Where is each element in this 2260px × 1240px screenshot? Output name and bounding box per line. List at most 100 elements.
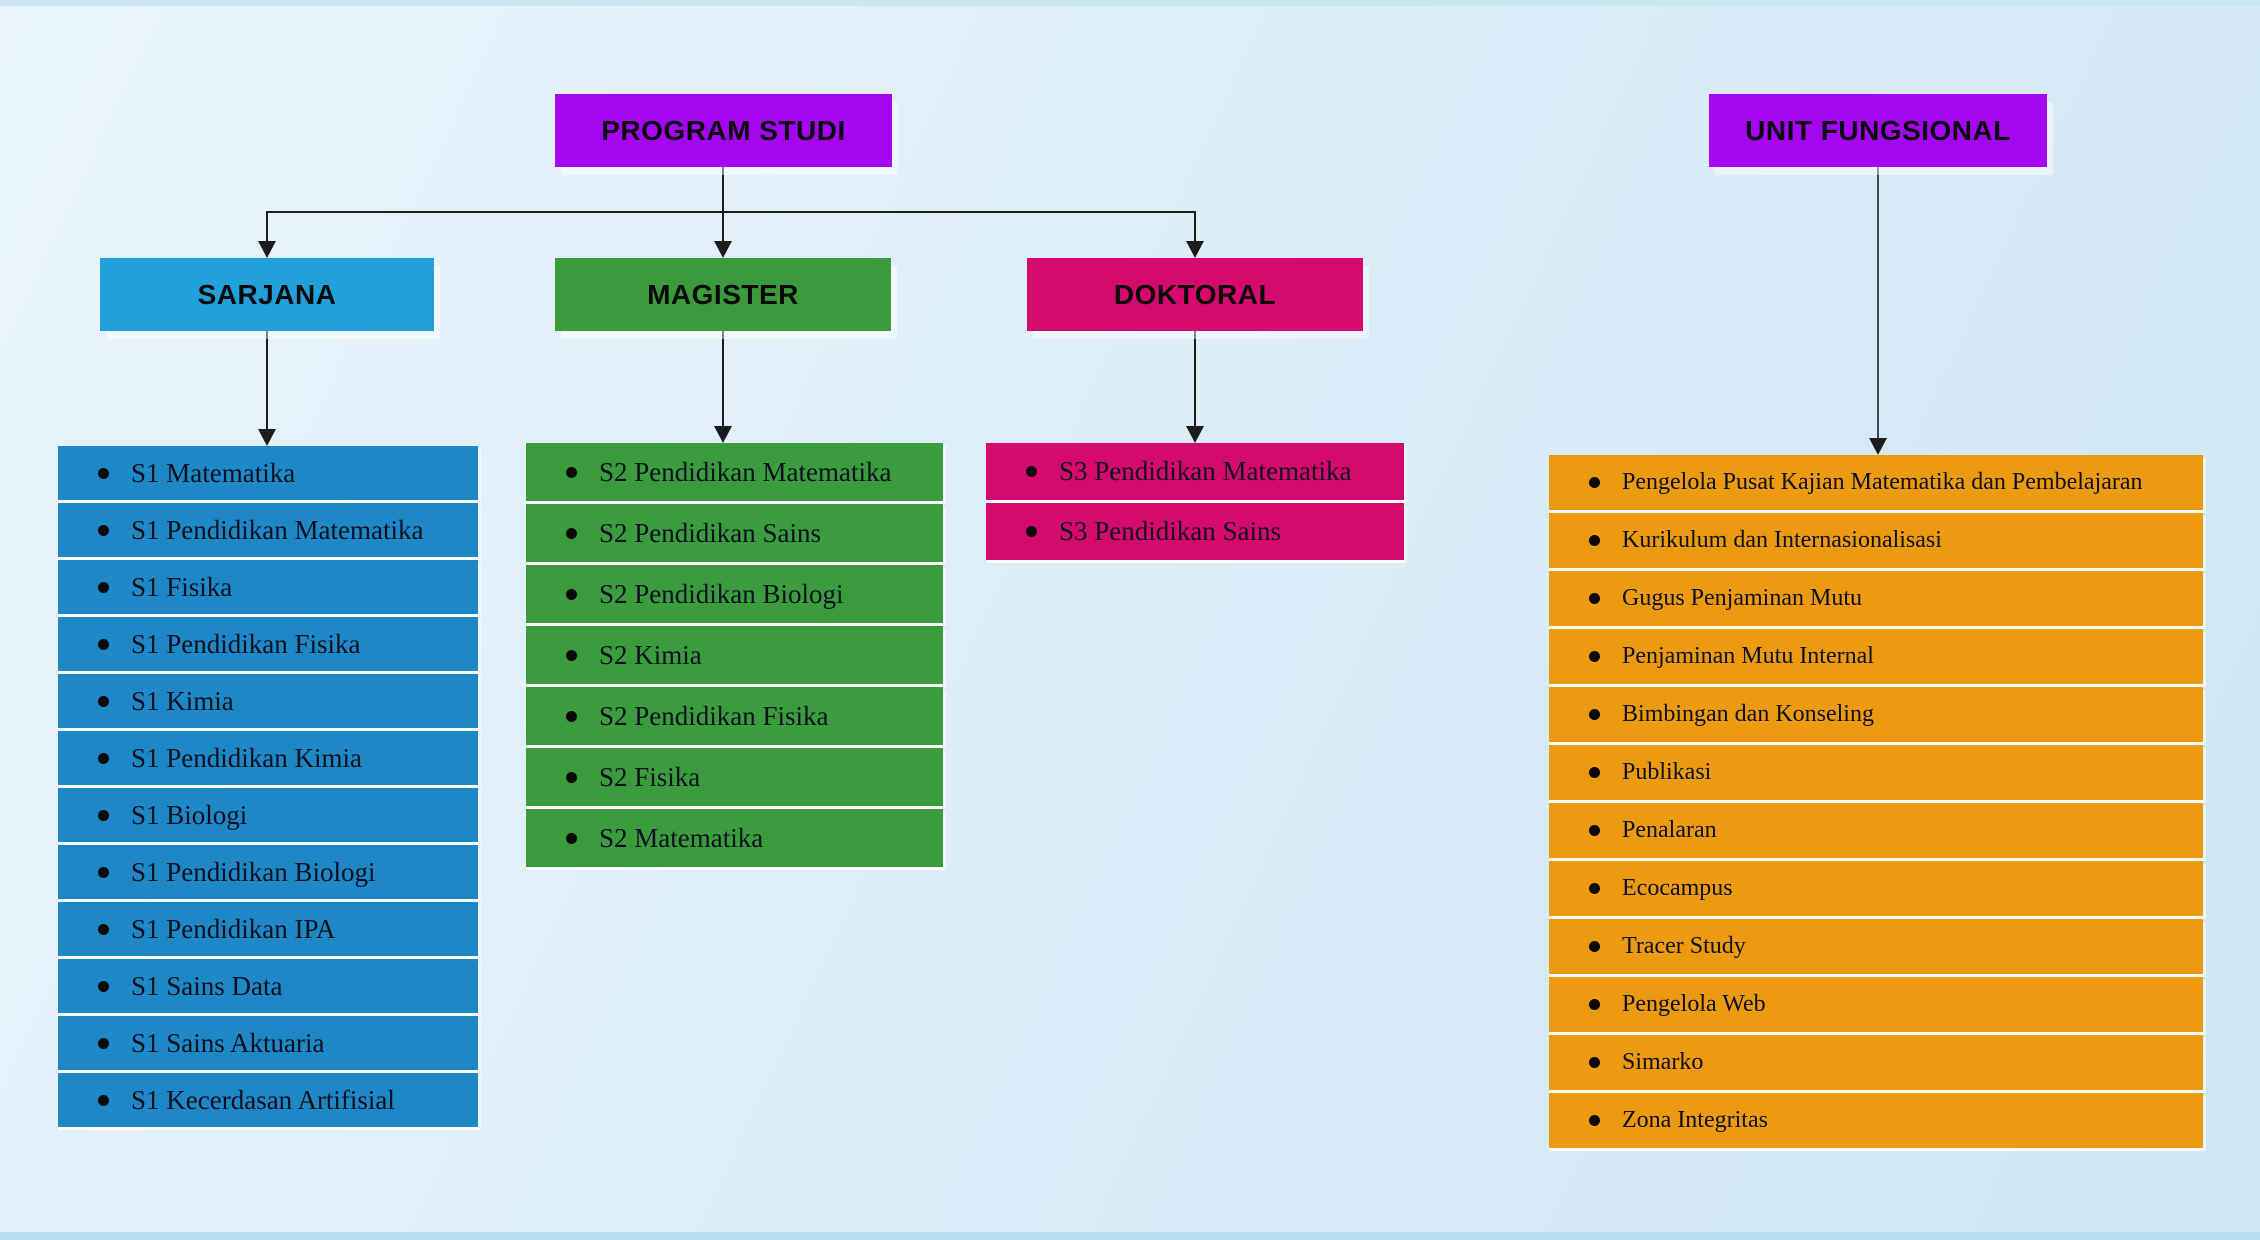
bullet-icon xyxy=(98,809,109,821)
list-item-label: S1 Kimia xyxy=(131,685,234,716)
list-item-label: S3 Pendidikan Matematika xyxy=(1059,456,1352,486)
list-item: S1 Pendidikan IPA xyxy=(58,902,478,956)
list-item-label: S1 Pendidikan IPA xyxy=(131,913,336,944)
list-item: S3 Pendidikan Matematika xyxy=(986,443,1404,500)
list-item: S1 Fisika xyxy=(58,560,478,614)
list-item-label: Publikasi xyxy=(1622,759,1712,785)
list-item: Bimbingan dan Konseling xyxy=(1549,687,2203,742)
list-item: S1 Sains Data xyxy=(58,959,478,1013)
list-item: S1 Pendidikan Biologi xyxy=(58,845,478,899)
list-item-label: S1 Pendidikan Matematika xyxy=(131,514,424,545)
list-item: S1 Kimia xyxy=(58,674,478,728)
list-item-label: S1 Pendidikan Kimia xyxy=(131,742,362,773)
bullet-icon xyxy=(566,588,577,600)
bullet-icon xyxy=(1026,526,1037,537)
list-item-label: Gugus Penjaminan Mutu xyxy=(1622,585,1862,611)
unit-fungsional-header: UNIT FUNGSIONAL xyxy=(1709,94,2047,167)
list-item: Pengelola Web xyxy=(1549,977,2203,1032)
arrowhead-doktoral xyxy=(1186,241,1204,258)
bullet-icon xyxy=(98,695,109,707)
doktoral-program-list: S3 Pendidikan Matematika S3 Pendidikan S… xyxy=(986,443,1404,563)
list-item-label: S1 Pendidikan Biologi xyxy=(131,856,376,887)
list-item-label: S1 Sains Aktuaria xyxy=(131,1027,325,1058)
bullet-icon xyxy=(1026,466,1037,477)
bullet-icon xyxy=(98,1037,109,1049)
bullet-icon xyxy=(1589,593,1600,604)
sarjana-box: SARJANA xyxy=(100,258,434,331)
list-item-label: Ecocampus xyxy=(1622,875,1733,901)
list-item: S1 Biologi xyxy=(58,788,478,842)
bullet-icon xyxy=(1589,941,1600,952)
list-item: Pengelola Pusat Kajian Matematika dan Pe… xyxy=(1549,455,2203,510)
bullet-icon xyxy=(566,832,577,844)
list-item-label: S1 Matematika xyxy=(131,457,296,488)
arrowhead-sarjana xyxy=(258,241,276,258)
list-item-label: S2 Pendidikan Fisika xyxy=(599,700,829,731)
sarjana-program-list: S1 Matematika S1 Pendidikan Matematika S… xyxy=(58,446,478,1130)
arrowhead-doktoral-list xyxy=(1186,426,1204,443)
bullet-icon xyxy=(566,710,577,722)
list-item-label: S2 Pendidikan Matematika xyxy=(599,456,892,487)
program-studi-header: PROGRAM STUDI xyxy=(555,94,892,167)
list-item: Penalaran xyxy=(1549,803,2203,858)
bullet-icon xyxy=(1589,825,1600,836)
list-item: S1 Matematika xyxy=(58,446,478,500)
bullet-icon xyxy=(566,466,577,478)
doktoral-box: DOKTORAL xyxy=(1027,258,1363,331)
list-item-label: Simarko xyxy=(1622,1049,1704,1075)
list-item-label: S2 Matematika xyxy=(599,822,764,853)
list-item-label: Pengelola Pusat Kajian Matematika dan Pe… xyxy=(1622,469,2143,495)
list-item: S3 Pendidikan Sains xyxy=(986,503,1404,560)
arrowhead-sarjana-list xyxy=(258,429,276,446)
magister-program-list: S2 Pendidikan Matematika S2 Pendidikan S… xyxy=(526,443,943,870)
list-item: S1 Pendidikan Fisika xyxy=(58,617,478,671)
arrowhead-magister xyxy=(714,241,732,258)
list-item-label: S2 Kimia xyxy=(599,639,702,670)
list-item: S2 Pendidikan Biologi xyxy=(526,565,943,623)
list-item: Ecocampus xyxy=(1549,861,2203,916)
list-item: S1 Pendidikan Matematika xyxy=(58,503,478,557)
list-item: S2 Pendidikan Fisika xyxy=(526,687,943,745)
bullet-icon xyxy=(1589,535,1600,546)
bullet-icon xyxy=(98,581,109,593)
list-item: Penjaminan Mutu Internal xyxy=(1549,629,2203,684)
list-item-label: Zona Integritas xyxy=(1622,1107,1768,1133)
list-item-label: Penjaminan Mutu Internal xyxy=(1622,643,1874,669)
list-item: S2 Pendidikan Matematika xyxy=(526,443,943,501)
list-item: S2 Pendidikan Sains xyxy=(526,504,943,562)
bullet-icon xyxy=(1589,767,1600,778)
list-item-label: Tracer Study xyxy=(1622,933,1746,959)
list-item: S1 Sains Aktuaria xyxy=(58,1016,478,1070)
list-item: Simarko xyxy=(1549,1035,2203,1090)
bottom-edge-strip xyxy=(0,1232,2260,1240)
bullet-icon xyxy=(1589,883,1600,894)
bullet-icon xyxy=(566,527,577,539)
list-item: S2 Matematika xyxy=(526,809,943,867)
bullet-icon xyxy=(566,771,577,783)
list-item-label: S2 Pendidikan Biologi xyxy=(599,578,844,609)
list-item: Publikasi xyxy=(1549,745,2203,800)
list-item: Zona Integritas xyxy=(1549,1093,2203,1148)
list-item-label: Penalaran xyxy=(1622,817,1717,843)
bullet-icon xyxy=(98,467,109,479)
list-item-label: Bimbingan dan Konseling xyxy=(1622,701,1874,727)
magister-box: MAGISTER xyxy=(555,258,891,331)
list-item-label: Kurikulum dan Internasionalisasi xyxy=(1622,527,1942,553)
arrowhead-magister-list xyxy=(714,426,732,443)
bullet-icon xyxy=(98,1094,109,1106)
bullet-icon xyxy=(1589,1057,1600,1068)
top-edge-strip xyxy=(0,0,2260,6)
list-item: Gugus Penjaminan Mutu xyxy=(1549,571,2203,626)
list-item-label: Pengelola Web xyxy=(1622,991,1766,1017)
list-item: S1 Pendidikan Kimia xyxy=(58,731,478,785)
list-item: S2 Kimia xyxy=(526,626,943,684)
bullet-icon xyxy=(1589,477,1600,488)
list-item-label: S2 Pendidikan Sains xyxy=(599,517,822,548)
list-item-label: S2 Fisika xyxy=(599,761,701,792)
list-item-label: S3 Pendidikan Sains xyxy=(1059,516,1282,546)
bullet-icon xyxy=(98,524,109,536)
list-item-label: S1 Pendidikan Fisika xyxy=(131,628,361,659)
unit-fungsional-list: Pengelola Pusat Kajian Matematika dan Pe… xyxy=(1549,455,2203,1151)
